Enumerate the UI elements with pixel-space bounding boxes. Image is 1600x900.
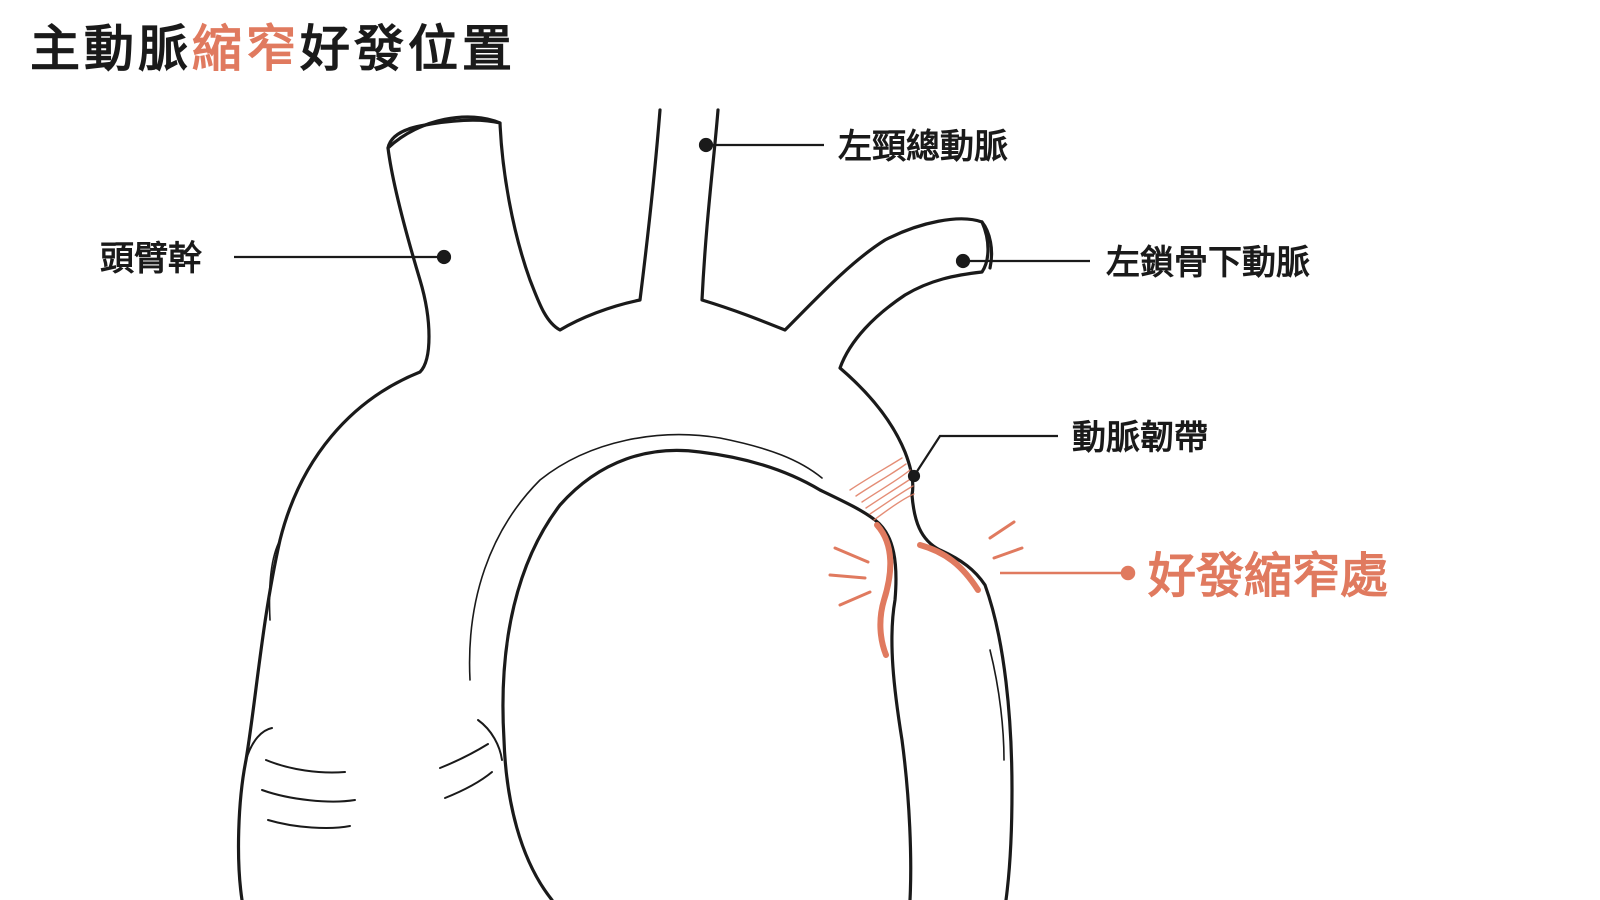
aorta-highlight-line: [468, 433, 823, 681]
label-ligamentum-arteriosum: 動脈韌帶: [1072, 418, 1208, 458]
page-title: 主動脈縮窄好發位置: [30, 22, 516, 77]
leader-lines: [234, 137, 1090, 483]
leader-ligamentum: [913, 434, 1058, 477]
dot-left-common-carotid: [698, 137, 714, 153]
aorta-outer-wall: [236, 108, 662, 900]
ligament-fibers: [849, 457, 915, 521]
emphasis-marks-right: [988, 520, 1024, 560]
descending-aorta-outer-wall: [910, 493, 1014, 900]
coarctation-right-band: [917, 542, 981, 593]
dot-left-subclavian: [955, 253, 971, 269]
ascending-highlight-line: [268, 539, 281, 621]
arch-between-carotid-subclavian: [700, 108, 990, 497]
subclavian-opening: [980, 220, 994, 270]
coarctation-highlight: [828, 457, 1024, 658]
descending-highlight-line: [989, 649, 1005, 761]
dot-ligamentum: [907, 469, 921, 483]
ascending-aorta-folds: [245, 719, 503, 829]
leader-coarctation: [1000, 565, 1136, 581]
coarctation-left-band: [874, 522, 894, 658]
label-left-common-carotid: 左頸總動脈: [838, 127, 1008, 167]
title-part-3: 好發位置: [300, 20, 516, 78]
label-left-subclavian: 左鎖骨下動脈: [1106, 243, 1310, 283]
brachiocephalic-opening: [386, 118, 502, 150]
emphasis-marks-left: [828, 546, 872, 607]
aorta-inner-wall: [501, 448, 913, 900]
title-part-2-highlight: 縮窄: [192, 20, 300, 78]
label-brachiocephalic: 頭臂幹: [100, 239, 203, 279]
title-part-1: 主動脈: [30, 20, 192, 78]
dot-brachiocephalic: [436, 249, 452, 265]
label-coarctation-site: 好發縮窄處: [1147, 548, 1388, 604]
